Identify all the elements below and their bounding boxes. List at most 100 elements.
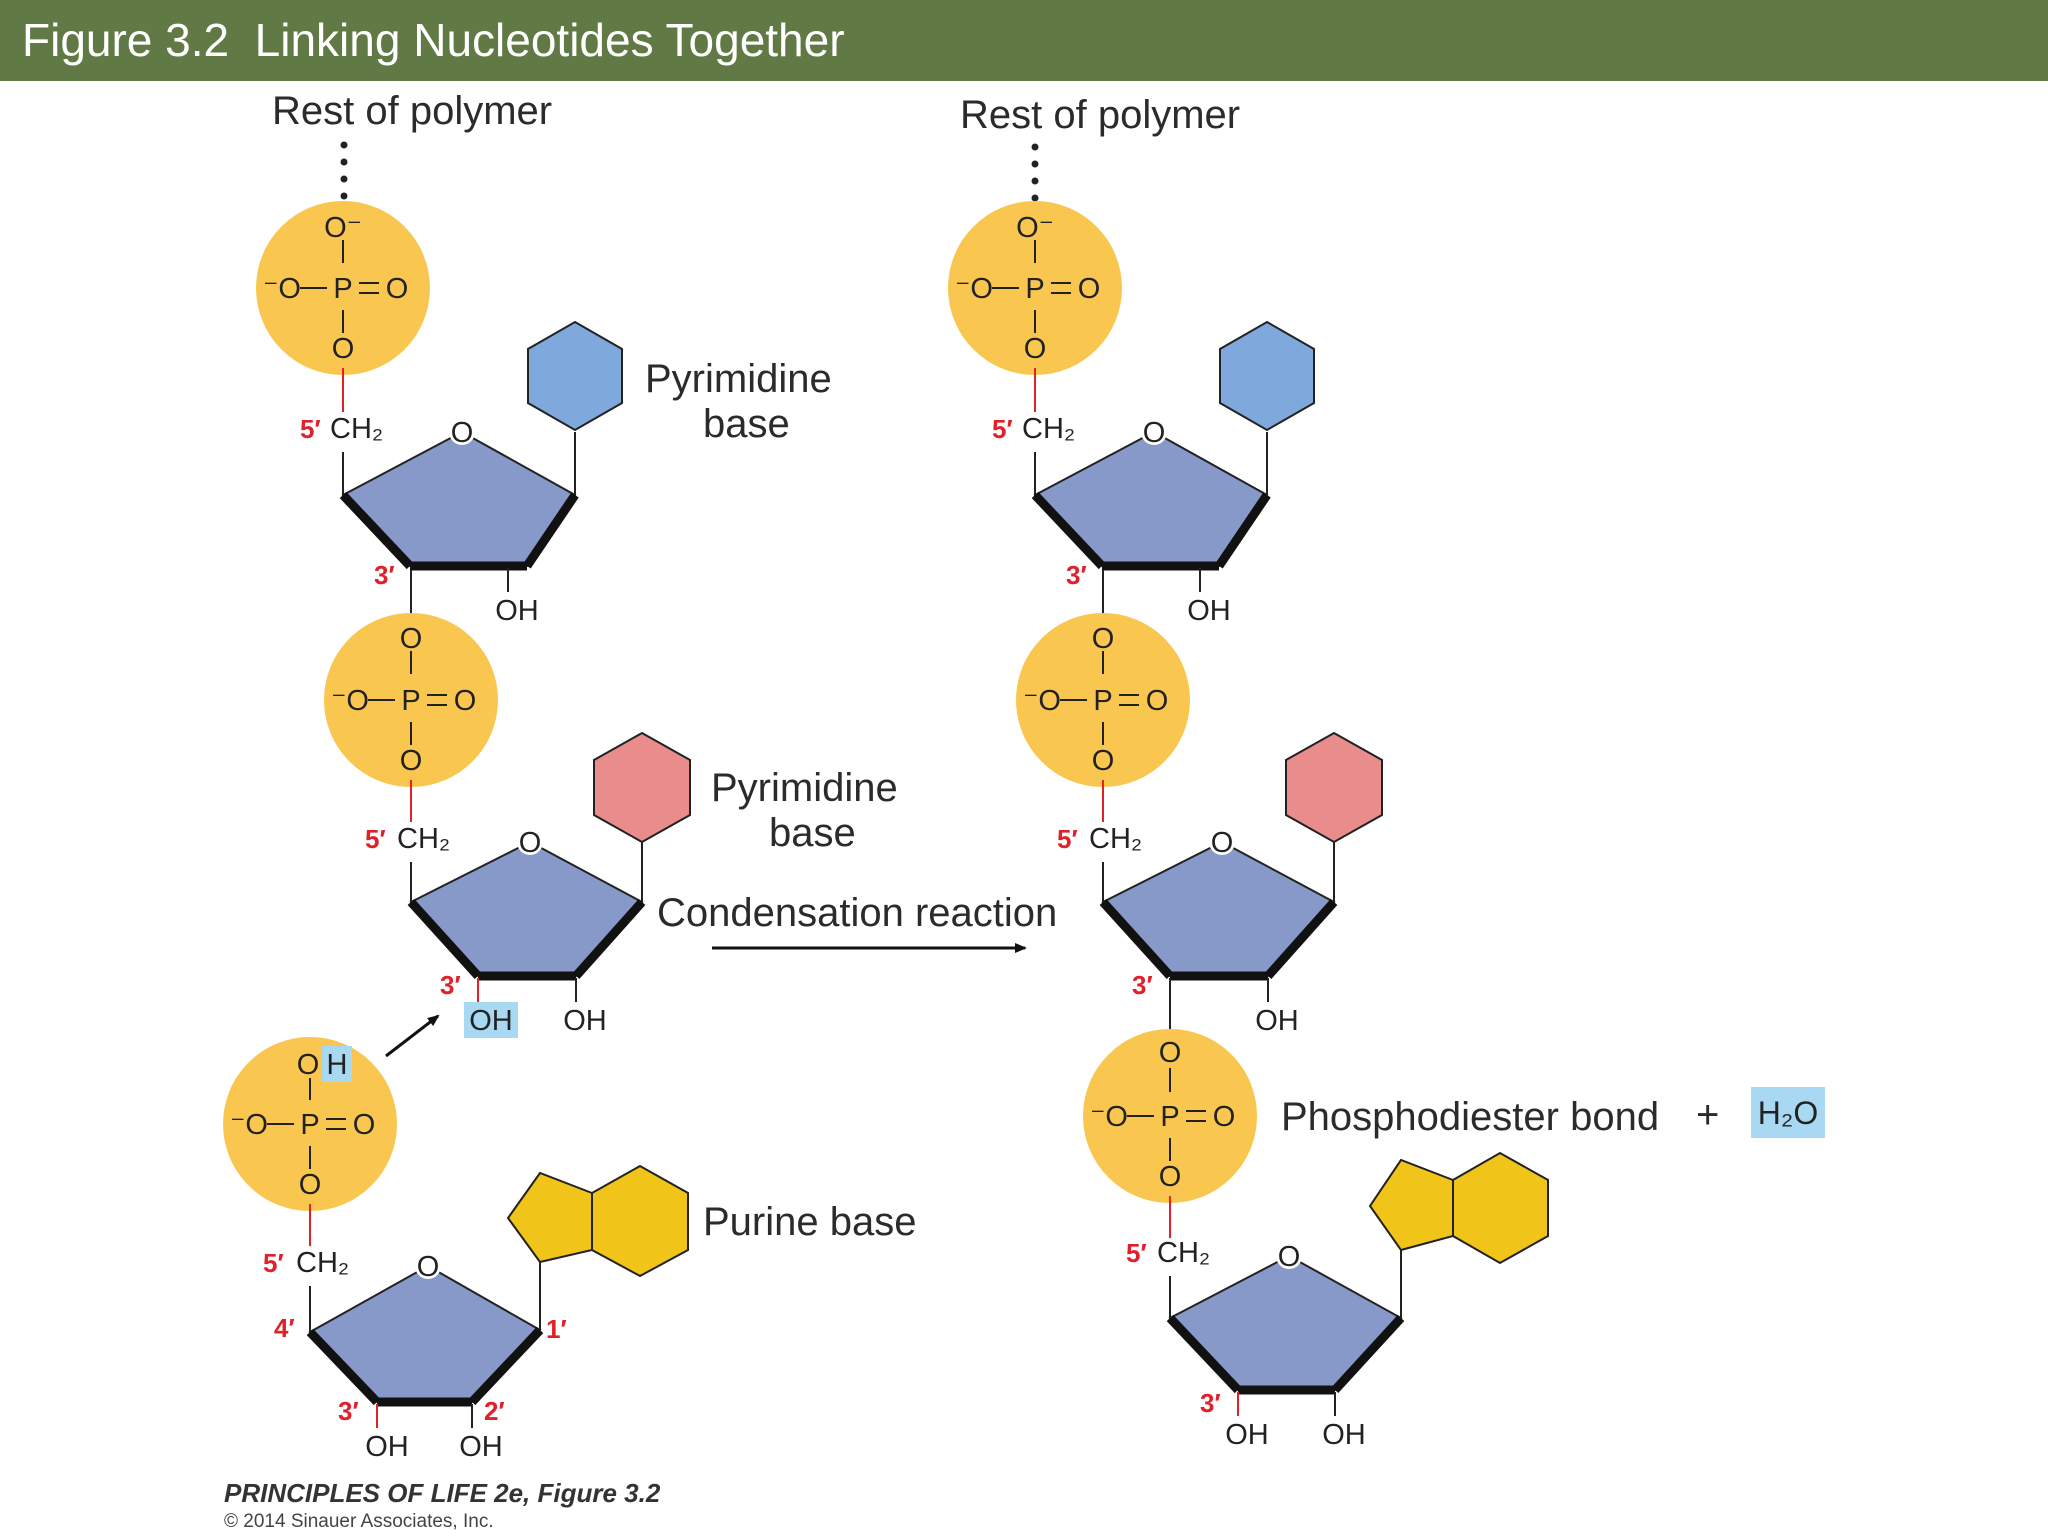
phosphorus-label: P [333, 273, 352, 305]
water-label: H₂O [1758, 1095, 1818, 1131]
hydroxyl-highlight [464, 1002, 518, 1038]
ring-oxygen-label: O [451, 417, 474, 449]
hydroxyl-label: OH [365, 1431, 409, 1463]
o-minus-label: ⁻O [1090, 1101, 1128, 1133]
figure-title: Figure 3.2 Linking Nucleotides Together [22, 14, 845, 66]
carbon-5-label: 5′ [1057, 824, 1078, 854]
ch2-label: CH₂ [397, 823, 450, 855]
ring-oxygen-label: O [417, 1251, 440, 1283]
plus-sign: + [1696, 1093, 1719, 1137]
phosphodiester-bond-label: Phosphodiester bond [1281, 1095, 1659, 1139]
oxygen-label: O [1092, 745, 1115, 777]
hydrogen-highlight [322, 1046, 352, 1082]
ch2-label: CH₂ [1022, 413, 1075, 445]
rest-of-polymer-label-left: Rest of polymer [272, 89, 552, 133]
oxygen-label: O [454, 685, 477, 717]
phosphorus-label: P [1093, 685, 1112, 717]
phosphorus-label: P [1025, 273, 1044, 305]
rest-of-polymer-label-right: Rest of polymer [960, 93, 1240, 137]
oxygen-label: O [1078, 273, 1101, 305]
oxygen-label: O [1159, 1161, 1182, 1193]
ring-oxygen-label: O [1143, 417, 1166, 449]
oxygen-label: O [297, 1049, 320, 1081]
hydroxyl-label: OH [1187, 595, 1231, 627]
water-highlight [1751, 1087, 1825, 1138]
oxygen-label: O [332, 333, 355, 365]
pyrimidine-base-shape [1219, 320, 1315, 432]
carbon-5-label: 5′ [263, 1248, 284, 1278]
oxygen-label: O [400, 623, 423, 655]
oxygen-label: O [400, 745, 423, 777]
phosphate-group: O ⁻O P O O [1016, 613, 1190, 787]
phosphorus-label: P [401, 685, 420, 717]
source-caption: PRINCIPLES OF LIFE 2e, Figure 3.2 [224, 1478, 661, 1508]
pyrimidine-label: Pyrimidine [645, 357, 832, 401]
carbon-5-label: 5′ [365, 824, 386, 854]
sugar-ring: O [1099, 827, 1338, 981]
base-label: base [703, 402, 790, 446]
carbon-2-label: 2′ [484, 1396, 505, 1426]
carbon-3-label: 3′ [338, 1396, 359, 1426]
header-bar: Figure 3.2 Linking Nucleotides Together [0, 0, 2048, 81]
ch2-label: CH₂ [296, 1247, 349, 1279]
sugar-ring: O [1166, 1241, 1405, 1395]
sugar-ring: O [407, 827, 646, 981]
carbon-5-label: 5′ [1126, 1238, 1147, 1268]
polymer-continuation-dots [340, 141, 348, 200]
pyrimidine-base-shape [1285, 731, 1383, 844]
right-strand: Rest of polymer O⁻ ⁻O P O O 5′ CH₂ [948, 93, 1825, 1451]
oxygen-label: O [1159, 1037, 1182, 1069]
hydroxyl-label: OH [1322, 1419, 1366, 1451]
purine-base-label: Purine base [703, 1200, 916, 1244]
sugar-ring: O [339, 417, 579, 571]
ch2-label: CH₂ [1157, 1237, 1210, 1269]
o-minus-label: ⁻O [230, 1109, 268, 1141]
hydroxyl-label: OH [563, 1005, 607, 1037]
o-minus-label: ⁻O [331, 685, 369, 717]
hydroxyl-label: OH [1225, 1419, 1269, 1451]
purine-base-shape [1368, 1151, 1549, 1265]
base-label: base [769, 811, 856, 855]
carbon-1-label: 1′ [546, 1314, 567, 1344]
phosphorus-label: P [1160, 1101, 1179, 1133]
carbon-3-label: 3′ [1200, 1388, 1221, 1418]
o-minus-label: ⁻O [263, 273, 301, 305]
carbon-4-label: 4′ [274, 1313, 295, 1343]
phosphate-group: O⁻ ⁻O P O O [948, 201, 1122, 375]
carbon-5-label: 5′ [300, 414, 321, 444]
ring-oxygen-label: O [1278, 1241, 1301, 1273]
phosphorus-label: P [300, 1109, 319, 1141]
condensation-reaction-label: Condensation reaction [657, 891, 1057, 935]
ch2-label: CH₂ [1089, 823, 1142, 855]
oxygen-label: O [1146, 685, 1169, 717]
polymer-continuation-dots [1031, 143, 1039, 202]
reacting-hydroxyl-label: OH [469, 1005, 513, 1037]
ch2-label: CH₂ [330, 413, 383, 445]
sugar-ring: O [1031, 417, 1271, 571]
o-minus-label: ⁻O [955, 273, 993, 305]
hydroxyl-label: OH [459, 1431, 503, 1463]
copyright-caption: © 2014 Sinauer Associates, Inc. [224, 1511, 494, 1532]
carbon-3-label: 3′ [374, 560, 395, 590]
oxygen-label: O [353, 1109, 376, 1141]
oxygen-label: O [1213, 1101, 1236, 1133]
phosphate-group: O H ⁻O P O O [223, 1037, 397, 1211]
left-strand: Rest of polymer O⁻ ⁻O P O O 5′ CH₂ [223, 89, 1057, 1463]
phosphate-group: O ⁻O P O O [324, 613, 498, 787]
pyrimidine-label: Pyrimidine [711, 766, 898, 810]
pyrimidine-base-shape [527, 320, 623, 432]
oxygen-label: O [1024, 333, 1047, 365]
phosphate-group: O ⁻O P O O [1083, 1029, 1257, 1203]
carbon-3-label: 3′ [1132, 970, 1153, 1000]
carbon-3-label: 3′ [1066, 560, 1087, 590]
purine-base-shape [506, 1164, 689, 1278]
pyrimidine-base-shape [593, 731, 691, 844]
oxygen-label: O [386, 273, 409, 305]
hydrogen-label: H [327, 1049, 348, 1081]
phosphate-group: O⁻ ⁻O P O O [256, 201, 430, 375]
o-minus-label: ⁻O [1023, 685, 1061, 717]
ring-oxygen-label: O [1211, 827, 1234, 859]
hydroxyl-label: OH [495, 595, 539, 627]
ring-oxygen-label: O [519, 827, 542, 859]
